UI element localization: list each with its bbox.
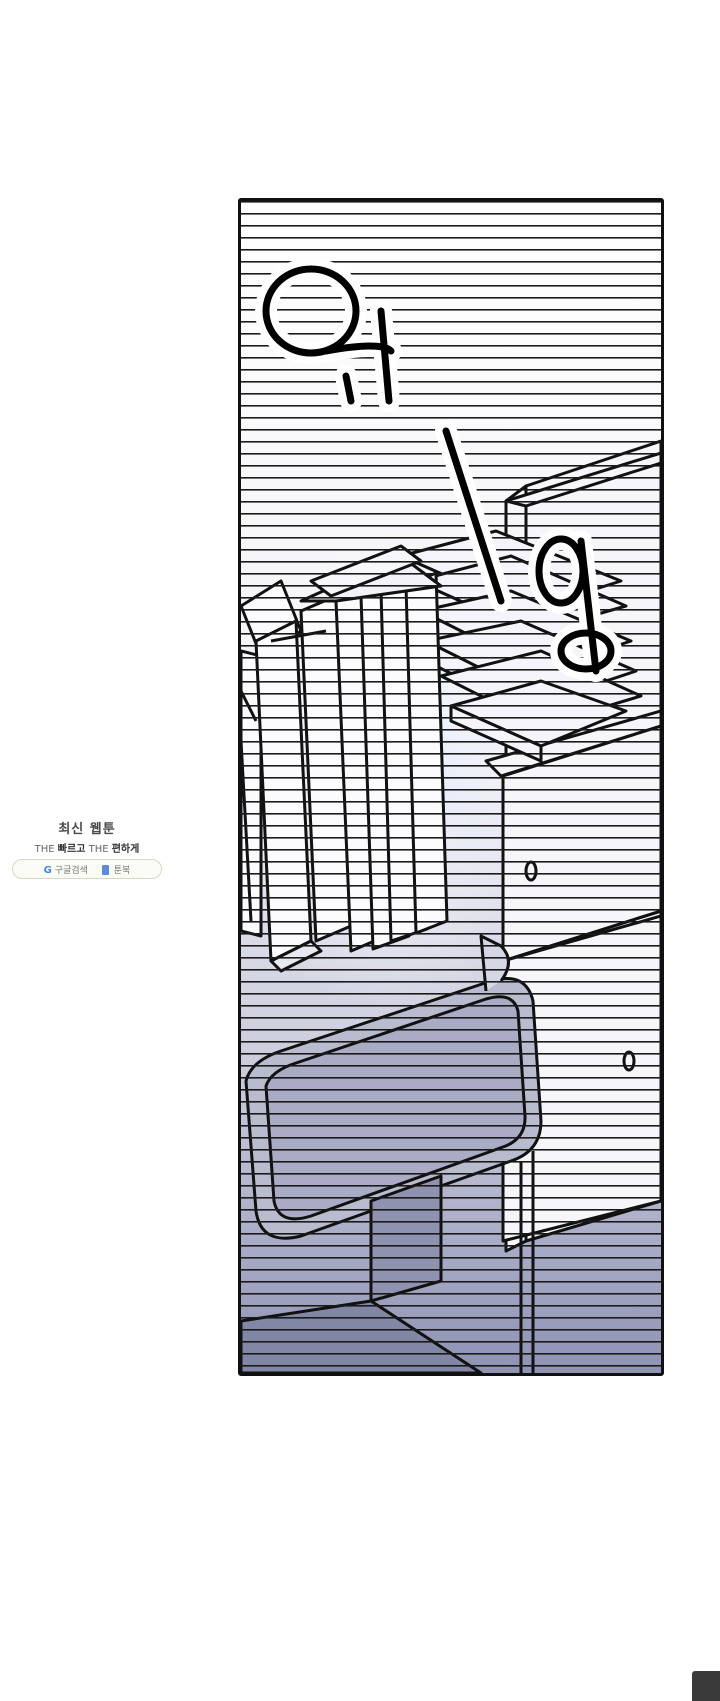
- google-g-icon: G: [43, 864, 52, 876]
- scroll-top-button[interactable]: [692, 1671, 720, 1701]
- tagline-fast: 빠르고: [57, 844, 86, 855]
- watermark-search-pill: G 구글검색 툰북: [12, 859, 162, 879]
- google-search-label: 구글검색: [54, 865, 88, 876]
- sfx-lettering: [255, 258, 622, 682]
- watermark-logo: 최신 웹툰 THE 빠르고 THE 편하게 G 구글검색 툰북: [12, 818, 162, 879]
- watermark-title: 최신 웹툰: [58, 822, 116, 837]
- comic-panel: [238, 198, 664, 1376]
- watermark-tagline: THE 빠르고 THE 편하게: [12, 840, 162, 855]
- panel-illustration: [241, 201, 661, 1373]
- tagline-the-1: THE: [34, 844, 55, 855]
- tagline-the-2: THE: [88, 844, 109, 855]
- book-icon: [101, 865, 109, 875]
- google-search-chip: G 구글검색: [44, 863, 88, 876]
- toonbook-label: 툰북: [113, 865, 131, 876]
- tagline-easy: 편하게: [111, 844, 140, 855]
- toonbook-chip: 툰북: [101, 863, 131, 876]
